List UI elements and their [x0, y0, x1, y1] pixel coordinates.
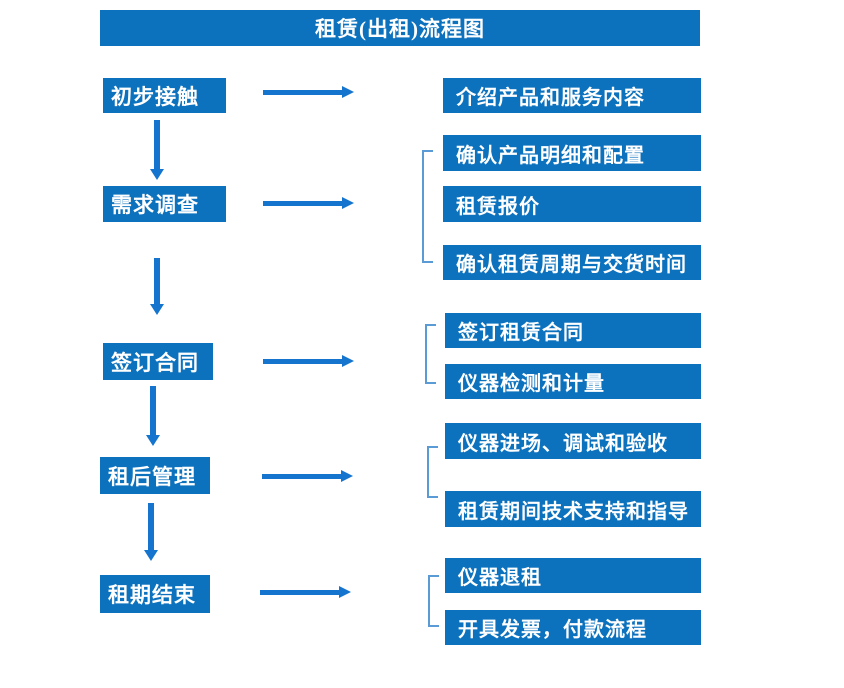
- down-arrow-icon: [144, 503, 158, 561]
- arrow-head: [342, 355, 354, 367]
- group-bracket-icon: [428, 575, 439, 627]
- arrow-head: [150, 169, 164, 180]
- stage-box-demand-survey: 需求调查: [103, 186, 226, 222]
- arrow-shaft: [262, 473, 341, 479]
- arrow-head: [144, 550, 158, 561]
- flowchart-title: 租赁(出租)流程图: [100, 10, 700, 46]
- arrow-shaft: [154, 258, 160, 304]
- detail-box-sign-rental-contract: 签订租赁合同: [445, 313, 701, 348]
- arrow-head: [150, 304, 164, 315]
- group-bracket-icon: [422, 150, 433, 263]
- arrow-head: [146, 435, 160, 446]
- detail-box-confirm-rental-period: 确认租赁周期与交货时间: [443, 245, 701, 280]
- right-arrow-icon: [262, 470, 353, 482]
- right-arrow-icon: [263, 197, 354, 209]
- group-bracket-icon: [427, 446, 438, 498]
- down-arrow-icon: [146, 386, 160, 446]
- detail-box-instrument-entry: 仪器进场、调试和验收: [445, 423, 701, 459]
- arrow-head: [341, 470, 353, 482]
- down-arrow-icon: [150, 120, 164, 180]
- group-bracket-icon: [425, 324, 436, 384]
- arrow-head: [342, 197, 354, 209]
- arrow-head: [342, 86, 354, 98]
- stage-box-post-rental-management: 租后管理: [100, 457, 210, 494]
- detail-box-rental-quote: 租赁报价: [443, 186, 701, 222]
- arrow-shaft: [263, 200, 342, 206]
- detail-box-instrument-testing: 仪器检测和计量: [445, 364, 701, 399]
- arrow-shaft: [148, 503, 154, 550]
- stage-box-rental-end: 租期结束: [100, 575, 210, 613]
- arrow-shaft: [154, 120, 160, 169]
- down-arrow-icon: [150, 258, 164, 315]
- stage-box-initial-contact: 初步接触: [103, 78, 226, 113]
- arrow-shaft: [263, 89, 342, 95]
- arrow-shaft: [260, 589, 339, 595]
- right-arrow-icon: [263, 355, 354, 367]
- arrow-head: [339, 586, 351, 598]
- arrow-shaft: [263, 358, 342, 364]
- right-arrow-icon: [260, 586, 351, 598]
- stage-box-sign-contract: 签订合同: [103, 343, 213, 380]
- detail-box-introduce-products: 介绍产品和服务内容: [443, 78, 701, 113]
- detail-box-tech-support: 租赁期间技术支持和指导: [445, 491, 701, 527]
- detail-box-confirm-product-details: 确认产品明细和配置: [443, 135, 701, 171]
- arrow-shaft: [150, 386, 156, 435]
- detail-box-instrument-return: 仪器退租: [445, 558, 701, 593]
- right-arrow-icon: [263, 86, 354, 98]
- detail-box-invoice-payment: 开具发票，付款流程: [445, 610, 701, 645]
